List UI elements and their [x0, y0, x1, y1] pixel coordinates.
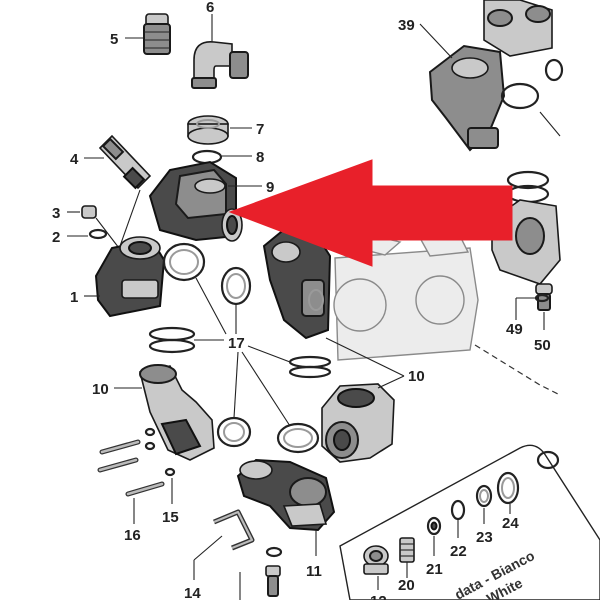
leader-10b — [377, 375, 405, 389]
part-22-oring — [450, 499, 466, 521]
leader-39b — [539, 111, 561, 137]
label-23: 23 — [476, 529, 493, 546]
part-6-elbow — [191, 41, 249, 89]
part-8-oring — [191, 149, 223, 165]
label-11: 11 — [306, 563, 322, 580]
part-24-ring — [496, 471, 520, 505]
label-8: 8 — [256, 149, 264, 166]
label-17: 17 — [228, 335, 245, 352]
label-22: 22 — [450, 543, 467, 560]
part-2-ring — [88, 228, 108, 240]
ring-right-1 — [500, 82, 540, 110]
label-20: 20 — [398, 577, 415, 594]
part-9-manifold — [148, 160, 243, 242]
label-15: 15 — [162, 509, 179, 526]
label-7: 7 — [256, 121, 264, 138]
part-12-ring — [265, 546, 283, 558]
label-4: 4 — [70, 151, 79, 168]
leader-14 — [193, 535, 223, 561]
part-10-manifold-right — [321, 383, 395, 463]
label-21: 21 — [426, 561, 443, 578]
label-12: 12 — [370, 593, 387, 600]
red-arrow — [228, 159, 513, 267]
leader-17f — [241, 351, 291, 427]
leader-17d — [247, 345, 291, 363]
label-50: 50 — [534, 337, 551, 354]
part-15-washers — [144, 427, 176, 477]
part-20-spring — [399, 537, 415, 563]
part-1-manifold — [94, 236, 166, 318]
part-23-ring — [475, 484, 493, 508]
label-3: 3 — [52, 205, 60, 222]
label-24: 24 — [502, 515, 519, 532]
label-6: 6 — [206, 0, 214, 16]
part-12-fitting — [265, 565, 281, 597]
ring-right-2 — [506, 170, 550, 190]
leader-10b2 — [325, 337, 405, 377]
label-9: 9 — [266, 179, 274, 196]
label-14: 14 — [184, 585, 201, 600]
engine-block — [333, 234, 479, 361]
ring-callout-top — [536, 450, 560, 470]
part-3-plug — [81, 205, 97, 219]
part-10-manifold-left — [139, 364, 215, 461]
leader-39 — [419, 23, 453, 59]
label-10-right: 10 — [408, 368, 425, 385]
part-4-valve — [98, 134, 152, 190]
label-10-left: 10 — [92, 381, 109, 398]
part-callout-fitting — [363, 545, 389, 575]
leader-17a — [195, 277, 227, 335]
label-2: 2 — [52, 229, 60, 246]
part-5-fitting — [143, 13, 171, 55]
ring-right-4 — [544, 58, 564, 82]
label-39: 39 — [398, 17, 415, 34]
part-50-fitting — [535, 283, 553, 311]
label-5: 5 — [110, 31, 118, 48]
label-16: 16 — [124, 527, 141, 544]
dashed-reference-line — [474, 344, 561, 396]
part-11-manifold — [236, 458, 336, 532]
part-21-washer — [426, 516, 442, 536]
part-39-manifold — [428, 0, 553, 152]
leader-17e — [233, 351, 239, 419]
label-1: 1 — [70, 289, 78, 306]
part-7-nut — [187, 115, 229, 145]
part-16-bolts — [97, 439, 165, 497]
leader-4-to-1 — [119, 189, 141, 247]
callout-box — [339, 444, 600, 600]
label-49: 49 — [506, 321, 523, 338]
